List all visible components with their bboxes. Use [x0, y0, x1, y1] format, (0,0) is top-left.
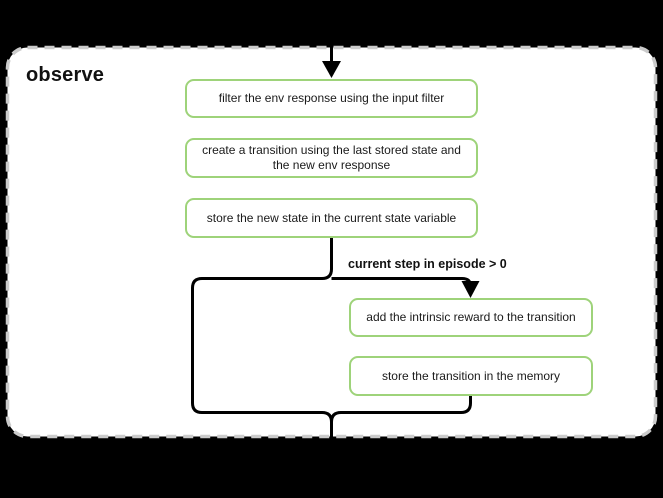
node-add-intrinsic-reward-label: add the intrinsic reward to the transiti… — [366, 310, 576, 324]
node-filter-env-response: filter the env response using the input … — [185, 79, 478, 118]
node-create-transition: create a transition using the last store… — [185, 138, 478, 178]
node-store-transition-memory: store the transition in the memory — [349, 356, 593, 396]
node-add-intrinsic-reward: add the intrinsic reward to the transiti… — [349, 298, 593, 337]
node-store-transition-memory-label: store the transition in the memory — [381, 368, 561, 383]
node-store-current-state: store the new state in the current state… — [185, 198, 478, 238]
incoming-arrowhead-icon — [322, 61, 341, 78]
branch-condition-label: current step in episode > 0 — [348, 257, 507, 271]
node-create-transition-label: create a transition using the last store… — [202, 143, 461, 172]
merge-connector-line — [330, 396, 472, 440]
bypass-connector-line — [191, 238, 333, 440]
branch-arrowhead-icon — [461, 281, 480, 298]
node-store-current-state-label: store the new state in the current state… — [206, 210, 457, 225]
node-filter-env-response-label: filter the env response using the input … — [218, 91, 445, 105]
group-title: observe — [26, 64, 105, 86]
